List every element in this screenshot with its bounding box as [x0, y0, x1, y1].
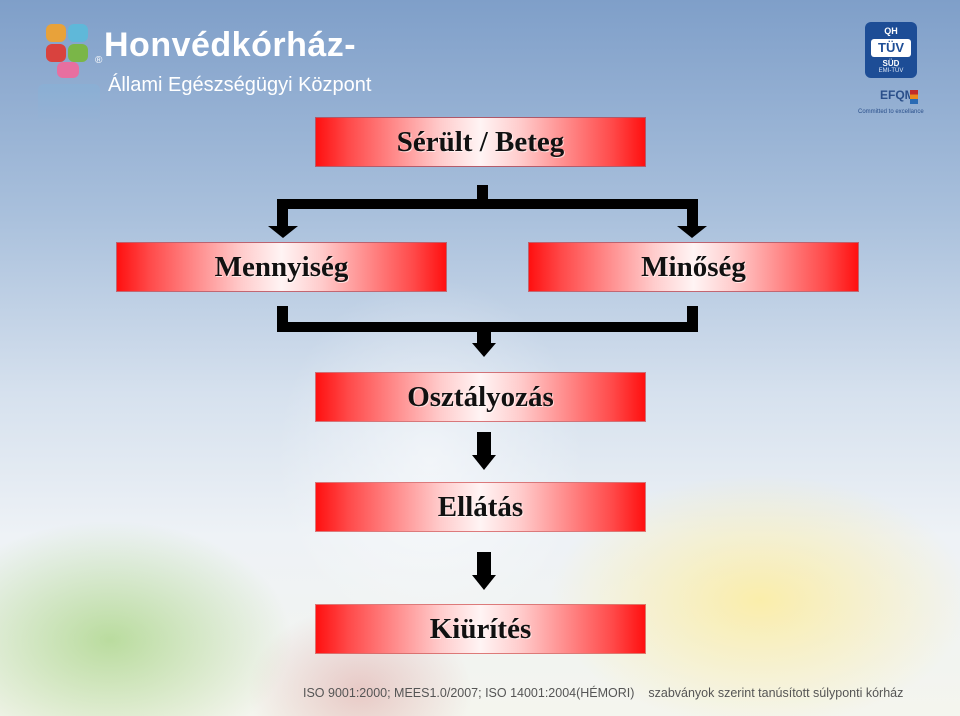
cert-top-label: QH — [884, 26, 898, 36]
node-care: Ellátás — [316, 483, 645, 531]
registered-mark: ® — [95, 55, 103, 66]
logo-title: Honvédkórház- — [104, 26, 357, 64]
node-quality-label: Minőség — [641, 250, 746, 283]
cert-sub-label: SÜD — [882, 59, 900, 68]
tuv-certificate-badge: QH TÜV SÜD EMI-TÜV — [865, 22, 917, 78]
arrow-classify-care — [472, 432, 496, 470]
arrow-left-down — [268, 226, 298, 238]
arrow-care-evacuate — [472, 552, 496, 590]
node-classify: Osztályozás — [316, 373, 645, 421]
node-evacuate-label: Kiürítés — [429, 612, 532, 645]
efqm-logo: EFQM — [880, 88, 915, 102]
node-start: Sérült / Beteg — [316, 118, 645, 166]
logo-subtitle: Állami Egészségügyi Központ — [108, 74, 372, 96]
node-evacuate: Kiürítés — [316, 605, 645, 653]
cert-emi-label: EMI-TÜV — [878, 68, 904, 74]
cert-main-label: TÜV — [871, 39, 911, 57]
arrow-right-down — [677, 226, 707, 238]
footer-certification: ISO 9001:2000; MEES1.0/2007; ISO 14001:2… — [303, 686, 903, 700]
node-care-label: Ellátás — [437, 490, 524, 523]
efqm-tagline: Committed to excellance — [858, 109, 924, 115]
node-classify-label: Osztályozás — [407, 380, 554, 413]
node-start-label: Sérült / Beteg — [396, 125, 565, 158]
footer-note: szabványok szerint tanúsított súlyponti … — [648, 686, 904, 700]
hospital-logo: ® Honvédkórház- Állami Egészségügyi Közp… — [38, 20, 372, 124]
node-quantity-label: Mennyiség — [214, 250, 349, 283]
efqm-bars-icon — [910, 90, 918, 104]
merge-connector — [277, 306, 698, 357]
split-connector — [268, 185, 707, 238]
footer-standards: ISO 9001:2000; MEES1.0/2007; ISO 14001:2… — [303, 686, 635, 700]
arrow-merge-down — [472, 343, 496, 357]
node-quality: Minőség — [529, 243, 858, 291]
node-quantity: Mennyiség — [117, 243, 446, 291]
puzzle-logo-icon — [38, 20, 100, 124]
